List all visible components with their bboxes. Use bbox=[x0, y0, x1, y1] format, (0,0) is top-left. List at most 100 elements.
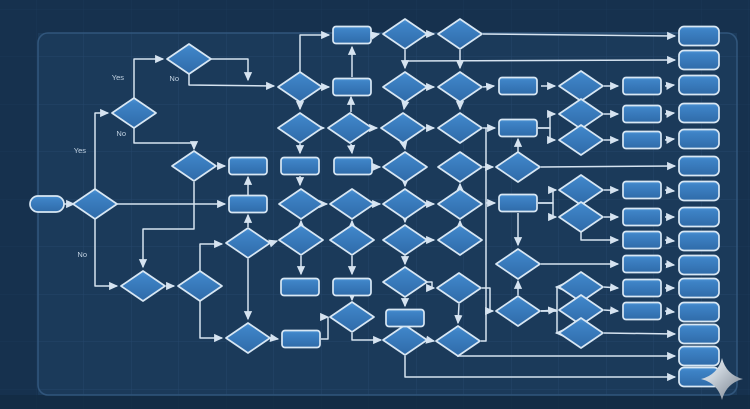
decision-node-L3[interactable] bbox=[558, 124, 604, 156]
terminal-node-T6[interactable] bbox=[678, 155, 720, 177]
process-node-M6[interactable] bbox=[622, 230, 662, 250]
decision-node-AT[interactable] bbox=[380, 112, 426, 144]
edge-BA-M9[interactable] bbox=[603, 306, 620, 315]
decision-node-C[interactable] bbox=[277, 71, 323, 103]
edge-A-junction[interactable] bbox=[210, 58, 253, 82]
edge-P-BD[interactable] bbox=[538, 202, 558, 222]
process-node-N[interactable] bbox=[498, 118, 538, 138]
terminal-node-T4[interactable] bbox=[678, 102, 720, 124]
decision-node-AH[interactable] bbox=[329, 188, 375, 220]
decision-node-V[interactable] bbox=[278, 188, 324, 220]
terminal-node-T1[interactable] bbox=[678, 25, 720, 47]
decision-node-D[interactable] bbox=[277, 112, 323, 144]
decision-node-I[interactable] bbox=[382, 71, 428, 103]
terminal-node-T7[interactable] bbox=[678, 180, 720, 202]
process-node-M5[interactable] bbox=[622, 207, 662, 227]
edge-AZ-M8[interactable] bbox=[603, 283, 620, 292]
terminal-node-T11[interactable] bbox=[678, 277, 720, 299]
edge-R1-G[interactable] bbox=[370, 31, 381, 40]
edge-A-C[interactable] bbox=[188, 74, 276, 91]
decision-node-AQ[interactable] bbox=[225, 322, 271, 354]
edge-AK-AI[interactable] bbox=[321, 315, 333, 340]
edge-AL-T15[interactable] bbox=[404, 356, 677, 382]
process-node-R1[interactable] bbox=[332, 25, 372, 45]
process-node-P[interactable] bbox=[498, 193, 538, 213]
process-node-M4[interactable] bbox=[622, 180, 662, 200]
edge-M7-T10[interactable] bbox=[664, 260, 676, 269]
process-node-R[interactable] bbox=[228, 156, 268, 176]
process-node-M2[interactable] bbox=[622, 104, 662, 124]
edge-BD-M6[interactable] bbox=[580, 232, 620, 245]
decision-node-E[interactable] bbox=[327, 112, 373, 144]
edge-O-T6[interactable] bbox=[540, 161, 677, 171]
edge-B-A[interactable] bbox=[133, 54, 165, 98]
edge-AX-BB[interactable] bbox=[541, 310, 564, 338]
decision-node-W[interactable] bbox=[278, 224, 324, 256]
decision-node-AD[interactable] bbox=[382, 224, 428, 256]
process-node-M1[interactable] bbox=[622, 76, 662, 96]
terminal-node-T8[interactable] bbox=[678, 206, 720, 228]
edge-AF-AN[interactable] bbox=[426, 281, 436, 293]
decision-node-AN[interactable] bbox=[436, 272, 482, 304]
edge-I-AT[interactable] bbox=[401, 100, 410, 111]
edge-C-R1[interactable] bbox=[299, 30, 331, 72]
terminal-node-T13[interactable] bbox=[678, 323, 720, 345]
edge-AQ-AK[interactable] bbox=[269, 333, 280, 342]
decision-node-B[interactable] bbox=[111, 97, 157, 129]
process-node-S[interactable] bbox=[228, 194, 268, 214]
decision-node-AV[interactable] bbox=[495, 248, 541, 280]
terminal-node-T10[interactable] bbox=[678, 254, 720, 276]
edge-BB-T13[interactable] bbox=[603, 329, 677, 339]
edge-AN-AO[interactable] bbox=[454, 303, 463, 325]
process-node-AB[interactable] bbox=[332, 277, 372, 297]
decision-node-J[interactable] bbox=[437, 71, 483, 103]
terminal-node-T9[interactable] bbox=[678, 230, 720, 252]
decision-node-AI[interactable] bbox=[329, 301, 375, 333]
edge-Z-AQ[interactable] bbox=[199, 301, 224, 343]
process-node-AK[interactable] bbox=[281, 329, 321, 349]
process-node-K[interactable] bbox=[498, 76, 538, 96]
terminal-node-T14[interactable] bbox=[678, 345, 720, 367]
decision-node-BD[interactable] bbox=[558, 201, 604, 233]
edge-B-Q[interactable] bbox=[133, 128, 199, 151]
edge-G-T2[interactable] bbox=[404, 55, 677, 65]
edge-N-L3[interactable] bbox=[538, 127, 557, 145]
decision-node-AR[interactable] bbox=[382, 188, 428, 220]
process-node-AA[interactable] bbox=[280, 277, 320, 297]
edge-F-B[interactable] bbox=[94, 108, 110, 189]
process-node-U[interactable] bbox=[280, 156, 320, 176]
terminal-node-T2[interactable] bbox=[678, 49, 720, 71]
decision-node-F[interactable] bbox=[72, 188, 118, 220]
decision-node-T[interactable] bbox=[225, 227, 271, 259]
edge-E-X[interactable] bbox=[347, 143, 356, 155]
decision-node-H[interactable] bbox=[437, 18, 483, 50]
edge-J-K[interactable] bbox=[482, 82, 496, 91]
edge-T-W[interactable] bbox=[268, 239, 279, 248]
edge-M2-T4[interactable] bbox=[664, 109, 676, 118]
start-node-ST[interactable] bbox=[29, 195, 65, 213]
decision-node-G[interactable] bbox=[382, 18, 428, 50]
edge-Z-T[interactable] bbox=[199, 239, 224, 271]
decision-node-AC[interactable] bbox=[329, 224, 375, 256]
edge-M6-T9[interactable] bbox=[664, 236, 676, 245]
decision-node-AS[interactable] bbox=[437, 188, 483, 220]
process-node-AG[interactable] bbox=[385, 308, 425, 328]
terminal-node-T3[interactable] bbox=[678, 74, 720, 96]
edge-AO-bus[interactable] bbox=[481, 128, 487, 342]
process-node-M9[interactable] bbox=[622, 301, 662, 321]
decision-node-BE[interactable] bbox=[382, 151, 428, 183]
decision-node-Y[interactable] bbox=[120, 270, 166, 302]
decision-node-A[interactable] bbox=[166, 43, 212, 75]
decision-node-O[interactable] bbox=[495, 151, 541, 183]
edge-M3-T5[interactable] bbox=[664, 135, 676, 144]
decision-node-AL[interactable] bbox=[382, 324, 428, 356]
edge-AI-AL[interactable] bbox=[351, 333, 383, 345]
edge-M4-T7[interactable] bbox=[664, 186, 676, 195]
edge-F-Y[interactable] bbox=[94, 219, 119, 291]
edge-AN-AX[interactable] bbox=[482, 287, 495, 316]
decision-node-Z[interactable] bbox=[177, 270, 223, 302]
decision-node-AE[interactable] bbox=[437, 224, 483, 256]
decision-node-AO[interactable] bbox=[435, 325, 481, 357]
process-node-X[interactable] bbox=[333, 156, 373, 176]
